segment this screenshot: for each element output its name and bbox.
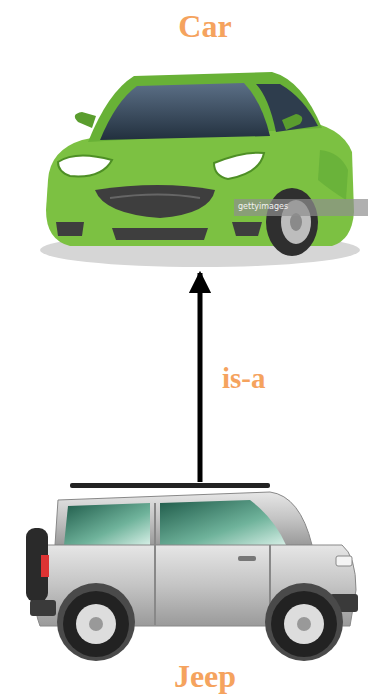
car-illustration: [40, 72, 368, 267]
image-node: Car: [35, 8, 368, 273]
watermark: gettyimages: [238, 202, 288, 212]
jeep-illustration: [26, 483, 358, 661]
node-title: Car: [35, 8, 368, 44]
node-title: Jeep: [35, 658, 368, 694]
edge-label: is-a: [222, 362, 266, 394]
is-a-arrow: [198, 273, 203, 482]
image-node: Jeep: [35, 482, 368, 694]
